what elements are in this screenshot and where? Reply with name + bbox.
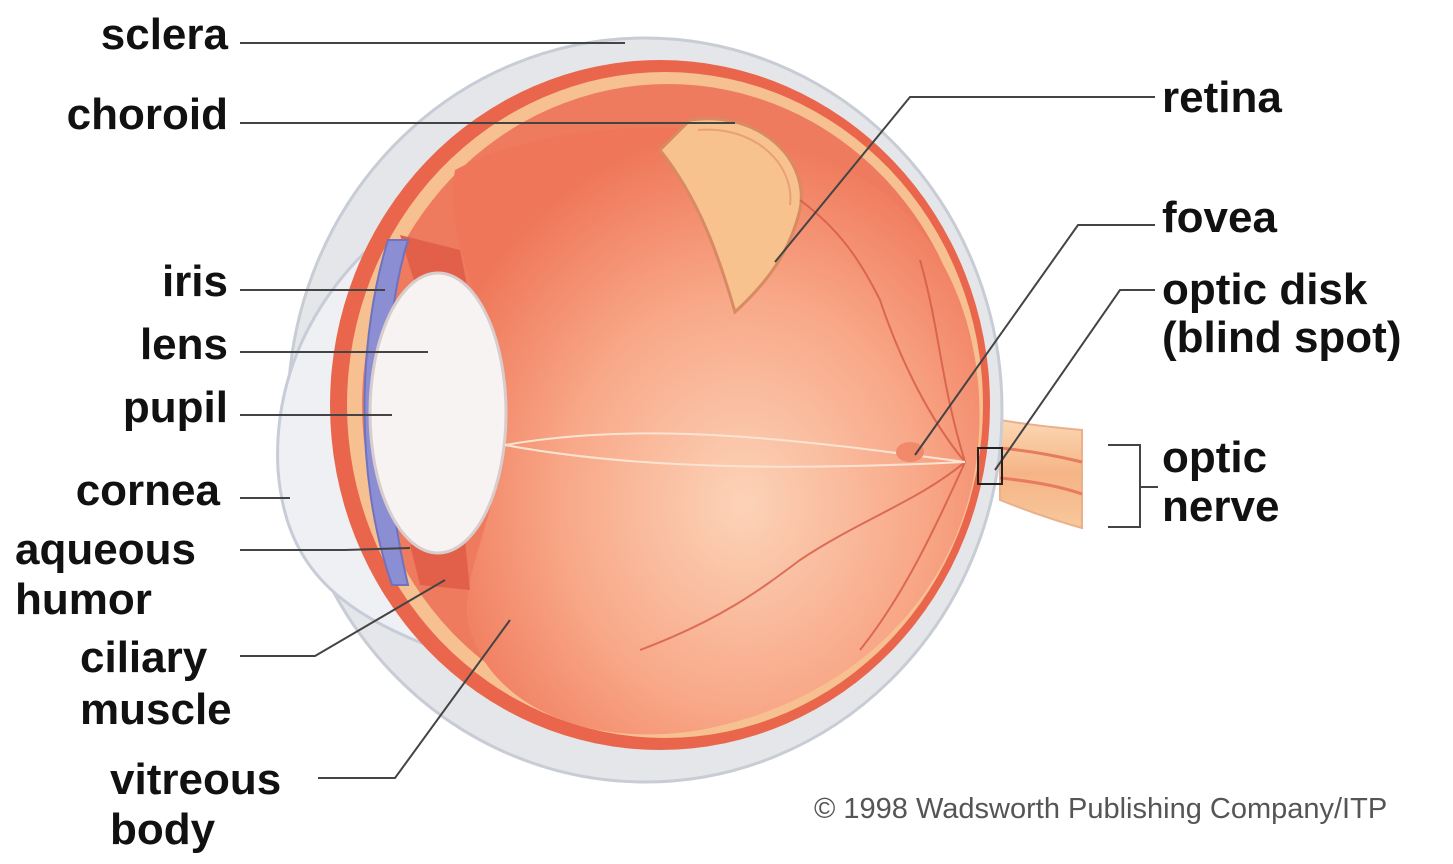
label-sclera: sclera <box>40 10 228 60</box>
label-aqueous-humor-line1: aqueous <box>15 525 196 575</box>
optic-nerve <box>1000 420 1082 528</box>
lens-shape <box>370 273 506 553</box>
label-vitreous-body-line2: body <box>110 805 215 855</box>
label-lens: lens <box>40 320 228 370</box>
label-vitreous-body-line1: vitreous <box>110 755 281 805</box>
label-ciliary-muscle-line2: muscle <box>80 685 232 735</box>
copyright-notice: © 1998 Wadsworth Publishing Company/ITP <box>814 793 1387 826</box>
label-ciliary-muscle-line1: ciliary <box>80 633 207 683</box>
label-optic-nerve-line2: nerve <box>1162 482 1279 532</box>
label-optic-disk-line2: (blind spot) <box>1162 313 1402 363</box>
label-retina: retina <box>1162 73 1282 123</box>
label-aqueous-humor-line2: humor <box>15 575 152 625</box>
fovea-mark <box>896 442 924 462</box>
label-optic-disk-line1: optic disk <box>1162 265 1367 315</box>
label-choroid: choroid <box>20 90 228 140</box>
label-optic-nerve-line1: optic <box>1162 433 1267 483</box>
label-fovea: fovea <box>1162 193 1277 243</box>
label-cornea: cornea <box>20 466 220 516</box>
label-pupil: pupil <box>40 383 228 433</box>
label-iris: iris <box>40 257 228 307</box>
